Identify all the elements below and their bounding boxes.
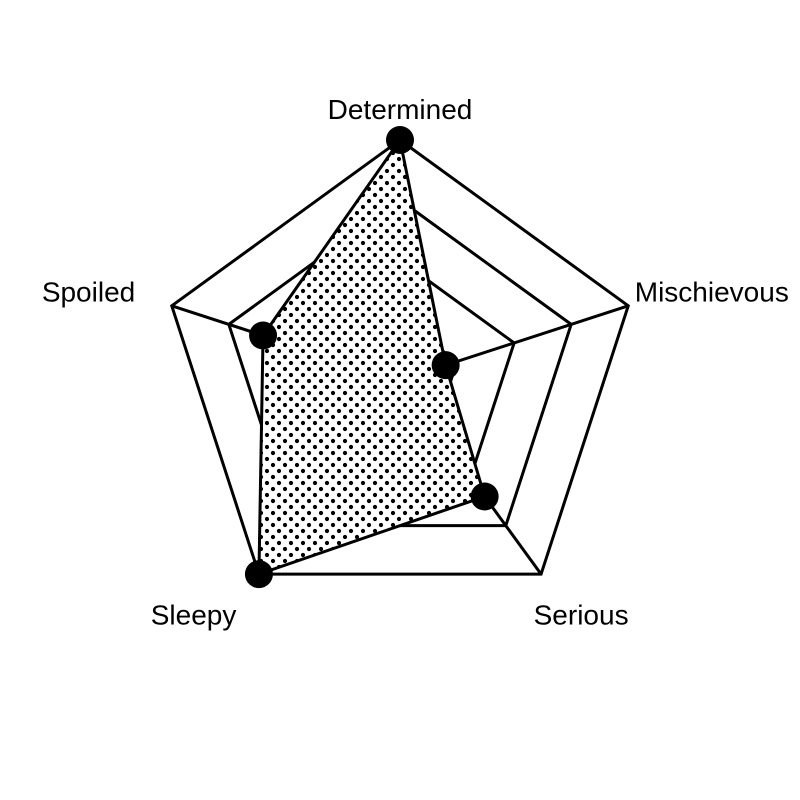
grid-ring-4 — [169, 138, 631, 576]
data-point-serious — [470, 482, 499, 511]
axis-label-sleepy: Sleepy — [151, 600, 237, 631]
radar-markers — [244, 126, 499, 589]
series-area-1 — [257, 136, 487, 577]
axis-label-spoiled: Spoiled — [42, 276, 135, 307]
axis-label-determined: Determined — [328, 94, 473, 125]
axis-label-serious: Serious — [534, 600, 629, 631]
radar-series — [257, 136, 487, 577]
axis-label-mischievous: Mischievous — [635, 276, 789, 307]
data-point-mischievous — [431, 351, 460, 380]
data-point-spoiled — [249, 321, 278, 350]
data-point-sleepy — [244, 560, 273, 589]
data-point-determined — [386, 126, 414, 154]
